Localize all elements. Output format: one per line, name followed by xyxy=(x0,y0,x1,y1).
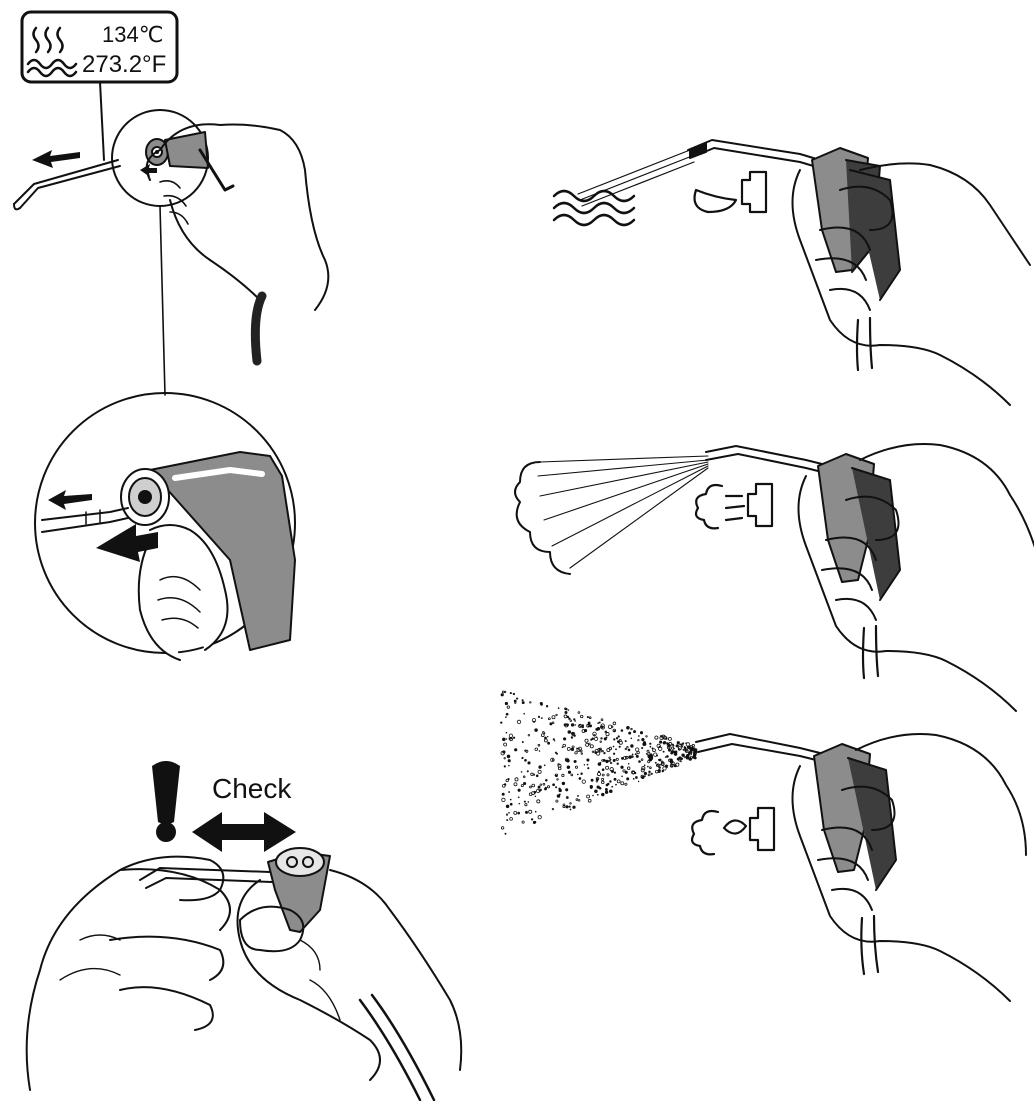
panel-spray-mode xyxy=(500,691,1026,1001)
syringe-tip xyxy=(14,160,120,209)
hand-right-panel2 xyxy=(238,870,462,1080)
spray-particles xyxy=(500,691,697,835)
handpiece-cord-check xyxy=(360,995,434,1100)
exclamation-icon xyxy=(152,761,180,842)
celsius-label: 134℃ xyxy=(102,22,163,47)
water-drop-icon xyxy=(695,172,767,212)
air-cloud-icon xyxy=(696,484,772,528)
hand-left-panel2 xyxy=(27,857,230,1090)
steam-icon xyxy=(28,28,76,76)
air-cloud-shape xyxy=(515,462,570,574)
tip-water xyxy=(688,140,820,168)
panel-water-mode xyxy=(554,140,1030,405)
fahrenheit-label: 273.2°F xyxy=(82,51,166,78)
pull-arrow-large-icon xyxy=(48,490,92,510)
label-pointer-line xyxy=(100,82,104,160)
water-wave-icon xyxy=(554,191,634,225)
double-arrow-icon xyxy=(192,812,296,852)
pull-arrow-icon xyxy=(32,150,80,168)
panel-air-mode xyxy=(515,444,1034,711)
tip-detail xyxy=(42,508,128,532)
spray-icon xyxy=(692,808,774,854)
check-label: Check xyxy=(212,773,292,804)
tip-air xyxy=(706,446,830,474)
panel-remove-tip: 134℃ 273.2°F xyxy=(14,12,328,660)
sterilization-temperature-box: 134℃ 273.2°F xyxy=(22,12,177,82)
handpiece-cord xyxy=(255,296,262,361)
tip-spray xyxy=(696,734,824,762)
panel-check-tip: Check xyxy=(27,761,462,1100)
